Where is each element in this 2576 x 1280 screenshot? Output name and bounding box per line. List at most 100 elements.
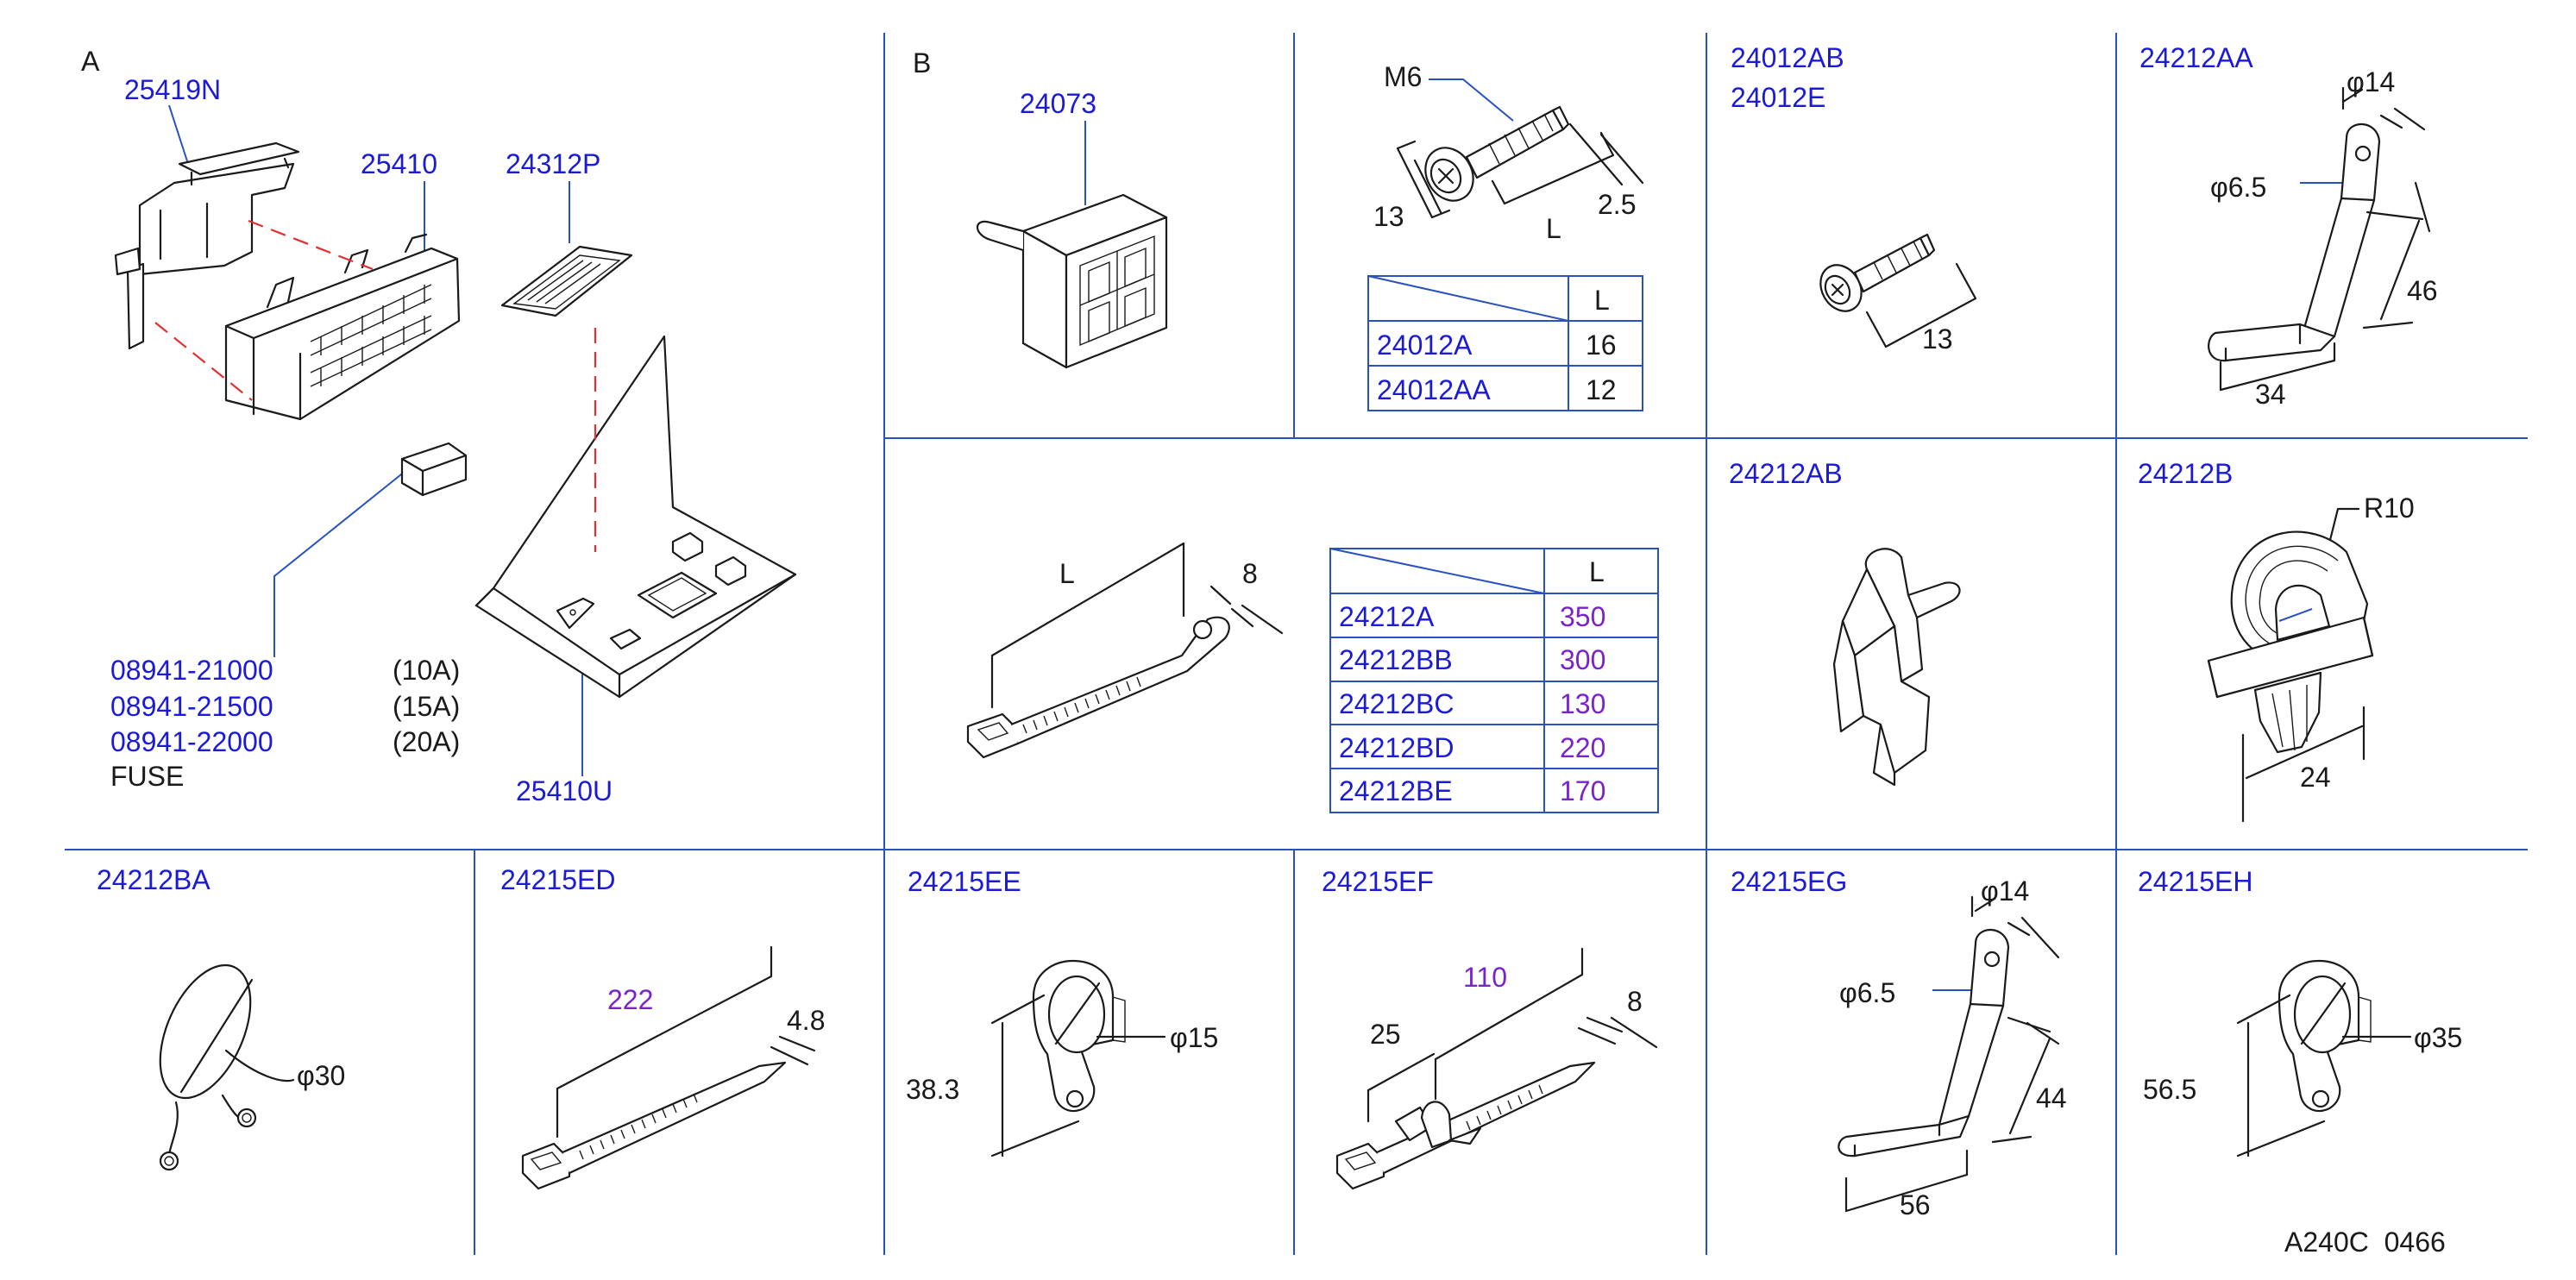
part-number-25410U[interactable]: 25410U: [516, 775, 613, 806]
clip-24212B-dim-24: 24: [2300, 762, 2331, 793]
fuse-part-10a[interactable]: 08941-21000: [110, 655, 273, 686]
tie-24212-dim-8: 8: [1242, 558, 1258, 589]
part-number-24212BA[interactable]: 24212BA: [97, 864, 210, 895]
clamp-24215EH-dim-phi35: φ35: [2414, 1022, 2462, 1053]
tie-24212-row-4-l: 220: [1560, 732, 1605, 763]
tie-24212-row-2-part[interactable]: 24212BB: [1339, 644, 1453, 675]
drawing-code: A240C 0466: [2284, 1227, 2446, 1258]
bolt-m6-dim-13: 13: [1373, 201, 1404, 232]
bolt-m6-group: M6 13 L 2.5 L 24012A 16 24012AA: [1367, 61, 1644, 411]
clip-24212AB-drawing: [1832, 548, 1961, 787]
bolt-m6-dim-l: L: [1546, 213, 1561, 244]
tie-24212-row-5-l: 170: [1560, 775, 1605, 806]
part-number-24215ED[interactable]: 24215ED: [500, 864, 615, 895]
bracket-drawing: [114, 141, 300, 350]
fuse-rating-10a: (10A): [393, 655, 460, 686]
part-number-24312P[interactable]: 24312P: [506, 148, 600, 179]
clip-24215EG-drawing: [1838, 928, 2010, 1158]
clip-24212AA-group: 24212AA φ14 φ6.5 46 34: [2139, 42, 2438, 410]
bolt-24012-group: 24012AB 24012E 13: [1731, 42, 1977, 355]
part-number-24212AA[interactable]: 24212AA: [2139, 42, 2253, 73]
fuse-drawing: [400, 442, 468, 497]
fuse-part-15a[interactable]: 08941-21500: [110, 691, 273, 722]
bolt-m6-thread-label: M6: [1384, 61, 1422, 92]
tie-24212-dim-l: L: [1059, 558, 1075, 589]
grid-lines: [65, 33, 2528, 1255]
fuse-block-drawing: [224, 233, 461, 421]
part-number-24012E[interactable]: 24012E: [1731, 82, 1825, 113]
clip-24212AA-dim-34: 34: [2255, 379, 2286, 410]
part-number-25419N[interactable]: 25419N: [124, 74, 221, 105]
clip-24212AA-dim-phi14: φ14: [2347, 66, 2395, 97]
tie-24215ED-drawing: [521, 1061, 787, 1190]
clamp-24215EE-group: 24215EE 38.3 φ15: [906, 866, 1218, 1158]
tie-24212-row-3-l: 130: [1560, 688, 1605, 719]
clip-24212BA-drawing: [159, 963, 257, 1171]
bolt-m6-row-2-l: 12: [1586, 374, 1617, 405]
part-number-24215EH[interactable]: 24215EH: [2138, 866, 2252, 897]
clamp-24215EE-dim-38-3: 38.3: [906, 1074, 959, 1105]
section-a: A 25419N 25410 24312P 25410U 08941-21000…: [81, 46, 797, 806]
tie-24212-row-3-part[interactable]: 24212BC: [1339, 688, 1454, 719]
tie-24215ED-group: 24215ED 222 4.8: [500, 864, 825, 1190]
clip-24215EG-dim-phi6-5: φ6.5: [1839, 977, 1895, 1008]
tie-24212-table-header: L: [1589, 556, 1605, 587]
clamp-24215EH-group: 24215EH 56.5 φ35: [2138, 866, 2462, 1158]
tie-24215EF-dim-25: 25: [1370, 1019, 1401, 1050]
tie-24215ED-dim-4-8: 4.8: [787, 1005, 825, 1036]
tie-24215ED-length-222: 222: [607, 984, 653, 1015]
fuse-rating-15a: (15A): [393, 691, 460, 722]
tie-24212-drawing: [966, 616, 1230, 759]
tie-24212-row-1-part[interactable]: 24212A: [1339, 601, 1435, 632]
clip-24215EG-dim-44: 44: [2036, 1082, 2067, 1114]
bolt-m6-row-1-part[interactable]: 24012A: [1377, 329, 1473, 361]
part-number-24215EG[interactable]: 24215EG: [1731, 866, 1847, 897]
part-number-24073[interactable]: 24073: [1020, 88, 1096, 119]
part-number-24215EF[interactable]: 24215EF: [1322, 866, 1434, 897]
bolt-m6-table: L 24012A 16 24012AA 12: [1367, 275, 1643, 411]
tie-24215EF-group: 24215EF 110 25 8: [1322, 866, 1658, 1190]
clip-24212AB-group: 24212AB: [1729, 458, 1961, 787]
tie-24212-group: L 8 L 24212A 350 24212BB 300 24212BC 130…: [966, 542, 1659, 813]
clip-24212AA-drawing: [2208, 122, 2381, 362]
clip-24212AA-dim-46: 46: [2407, 275, 2438, 306]
clip-24212AA-dim-phi6-5: φ6.5: [2210, 172, 2266, 203]
part-number-25410[interactable]: 25410: [361, 148, 437, 179]
tie-24215EF-drawing: [1335, 1061, 1596, 1190]
tie-24212-row-2-l: 300: [1560, 644, 1605, 675]
part-number-24215EE[interactable]: 24215EE: [908, 866, 1021, 897]
tie-24215EF-dim-8: 8: [1627, 986, 1643, 1017]
clip-24212B-drawing: [2207, 530, 2374, 754]
clip-24215EG-group: 24215EG φ14 φ6.5 44 56: [1731, 866, 2067, 1220]
part-number-24012AB[interactable]: 24012AB: [1731, 42, 1844, 73]
bolt-24012-dim-13: 13: [1922, 323, 1953, 355]
tie-24215EF-length-110: 110: [1463, 962, 1507, 993]
bolt-m6-row-2-part[interactable]: 24012AA: [1377, 374, 1491, 405]
cover-drawing: [500, 245, 633, 317]
fuse-label: FUSE: [110, 761, 184, 792]
connector-24073: B 24073: [913, 47, 1168, 369]
bolt-24012-drawing: [1819, 233, 1936, 312]
clamp-24215EH-dim-56-5: 56.5: [2143, 1074, 2196, 1105]
fuse-part-20a[interactable]: 08941-22000: [110, 726, 273, 757]
clip-24212BA-group: 24212BA φ30: [97, 864, 345, 1171]
tie-24212-row-4-part[interactable]: 24212BD: [1339, 732, 1454, 763]
part-number-24212AB[interactable]: 24212AB: [1729, 458, 1843, 489]
clip-24212B-dim-r10: R10: [2364, 493, 2415, 524]
tie-24212-row-1-l: 350: [1560, 601, 1605, 632]
section-b-label: B: [913, 47, 931, 78]
bolt-m6-table-header: L: [1594, 285, 1610, 316]
clip-24212B-group: 24212B R10 24: [2138, 458, 2415, 823]
tie-24212-table: L 24212A 350 24212BB 300 24212BC 130 242…: [1329, 548, 1659, 813]
clamp-24215EE-dim-phi15: φ15: [1170, 1022, 1218, 1053]
part-number-24212B[interactable]: 24212B: [2138, 458, 2233, 489]
section-a-label: A: [81, 46, 100, 77]
tie-24212-row-5-part[interactable]: 24212BE: [1339, 775, 1453, 806]
fuse-rating-20a: (20A): [393, 726, 460, 757]
clip-24215EG-dim-56: 56: [1900, 1189, 1931, 1220]
bolt-m6-dim-2-5: 2.5: [1598, 189, 1636, 220]
clip-24212BA-dim-phi30: φ30: [297, 1060, 345, 1091]
panel-drawing: [474, 335, 797, 699]
bolt-m6-row-1-l: 16: [1586, 329, 1617, 361]
